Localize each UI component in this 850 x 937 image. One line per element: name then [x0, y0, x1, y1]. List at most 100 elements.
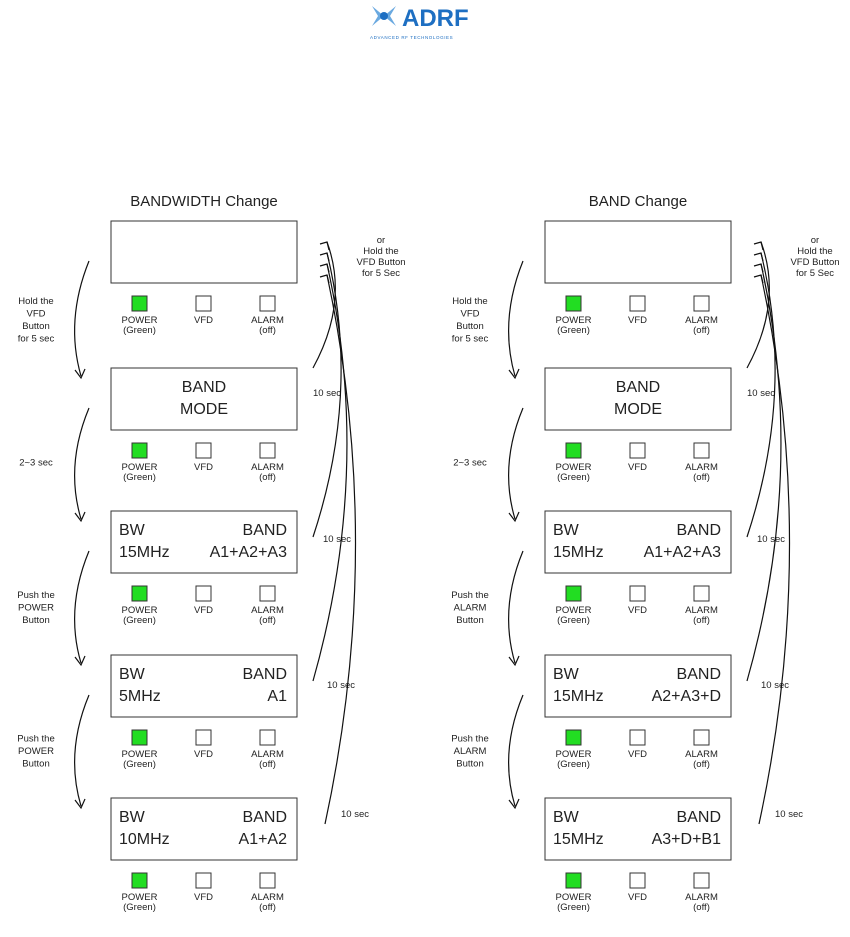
transition-label-line: ALARM	[454, 603, 487, 614]
vfd-display	[544, 654, 732, 718]
arrowhead-icon	[753, 241, 764, 251]
transition-label-line: Button	[22, 759, 49, 770]
alarm-led-label: ALARM	[251, 605, 284, 616]
transition-label-line: Push the	[451, 590, 489, 601]
power-led-sublabel: (Green)	[557, 902, 590, 913]
display-bw-value: 10MHz	[119, 831, 170, 848]
alarm-led-label: ALARM	[685, 892, 718, 903]
panel-title: BAND Change	[589, 193, 687, 210]
return-time-label: 10 sec	[327, 680, 355, 691]
vfd-led	[195, 295, 212, 312]
vfd-led-label: VFD	[628, 892, 647, 903]
display-band-value: A1+A2+A3	[644, 544, 722, 561]
return-arrow	[312, 263, 348, 682]
vfd-led	[629, 442, 646, 459]
return-label-line: VFD Button	[790, 257, 839, 268]
transition-label-line: POWER	[18, 603, 54, 614]
display-band-label: BAND	[243, 809, 287, 826]
transition-label-line: Button	[22, 615, 49, 626]
transition-label-line: Hold the	[452, 296, 487, 307]
return-time-label: 10 sec	[747, 388, 775, 399]
vfd-display	[110, 654, 298, 718]
display-band-value: A2+A3+D	[652, 688, 721, 705]
transition-label-line: Push the	[17, 734, 55, 745]
alarm-led-sublabel: (off)	[693, 472, 710, 483]
power-led-sublabel: (Green)	[123, 325, 156, 336]
return-label-line: or	[377, 235, 385, 246]
vfd-display	[544, 367, 732, 431]
forward-arrow	[74, 407, 90, 520]
arrowhead-icon	[74, 655, 86, 667]
vfd-led-label: VFD	[628, 605, 647, 616]
power-led	[131, 585, 148, 602]
transition-label-line: VFD	[461, 309, 480, 320]
arrowhead-icon	[319, 241, 330, 251]
display-bw-label: BW	[553, 666, 580, 683]
alarm-led-label: ALARM	[251, 462, 284, 473]
forward-arrow	[508, 694, 524, 807]
vfd-display	[110, 220, 298, 284]
forward-arrow	[74, 260, 90, 377]
transition-label-line: 2~3 sec	[19, 458, 53, 469]
power-led-sublabel: (Green)	[123, 902, 156, 913]
vfd-led-label: VFD	[628, 749, 647, 760]
alarm-led	[259, 729, 276, 746]
return-label-line: VFD Button	[356, 257, 405, 268]
return-arrow	[324, 274, 357, 825]
return-arrow	[312, 241, 336, 369]
alarm-led-label: ALARM	[685, 605, 718, 616]
power-led	[565, 872, 582, 889]
vfd-led-label: VFD	[194, 749, 213, 760]
panel-title: BANDWIDTH Change	[130, 193, 278, 210]
arrowhead-icon	[319, 263, 330, 273]
vfd-display	[544, 797, 732, 861]
power-led-label: POWER	[122, 605, 158, 616]
vfd-display	[544, 510, 732, 574]
power-led-sublabel: (Green)	[557, 325, 590, 336]
vfd-led-label: VFD	[194, 462, 213, 473]
power-led-sublabel: (Green)	[557, 615, 590, 626]
logo-text: ADRF	[402, 5, 469, 32]
arrowhead-icon	[508, 368, 520, 380]
transition-label-line: for 5 sec	[452, 334, 489, 345]
power-led-sublabel: (Green)	[557, 759, 590, 770]
display-line-2: MODE	[180, 401, 228, 418]
transition-label-line: Button	[456, 321, 483, 332]
arrowhead-icon	[753, 263, 764, 273]
power-led-sublabel: (Green)	[123, 615, 156, 626]
power-led-label: POWER	[122, 892, 158, 903]
return-time-label: 10 sec	[313, 388, 341, 399]
arrowhead-icon	[508, 511, 520, 523]
transition-label-line: Button	[456, 759, 483, 770]
display-bw-value: 15MHz	[553, 688, 604, 705]
alarm-led	[259, 872, 276, 889]
power-led	[565, 295, 582, 312]
vfd-led	[629, 872, 646, 889]
arrowhead-icon	[753, 274, 764, 284]
vfd-led-label: VFD	[194, 892, 213, 903]
display-bw-label: BW	[119, 522, 146, 539]
power-led-sublabel: (Green)	[123, 472, 156, 483]
return-time-label: 10 sec	[757, 534, 785, 545]
alarm-led-sublabel: (off)	[259, 615, 276, 626]
transition-label-line: Button	[456, 615, 483, 626]
alarm-led-label: ALARM	[251, 749, 284, 760]
alarm-led-label: ALARM	[685, 462, 718, 473]
power-led	[565, 585, 582, 602]
return-time-label: 10 sec	[761, 680, 789, 691]
power-led-label: POWER	[556, 605, 592, 616]
return-label-line: for 5 Sec	[796, 268, 834, 279]
